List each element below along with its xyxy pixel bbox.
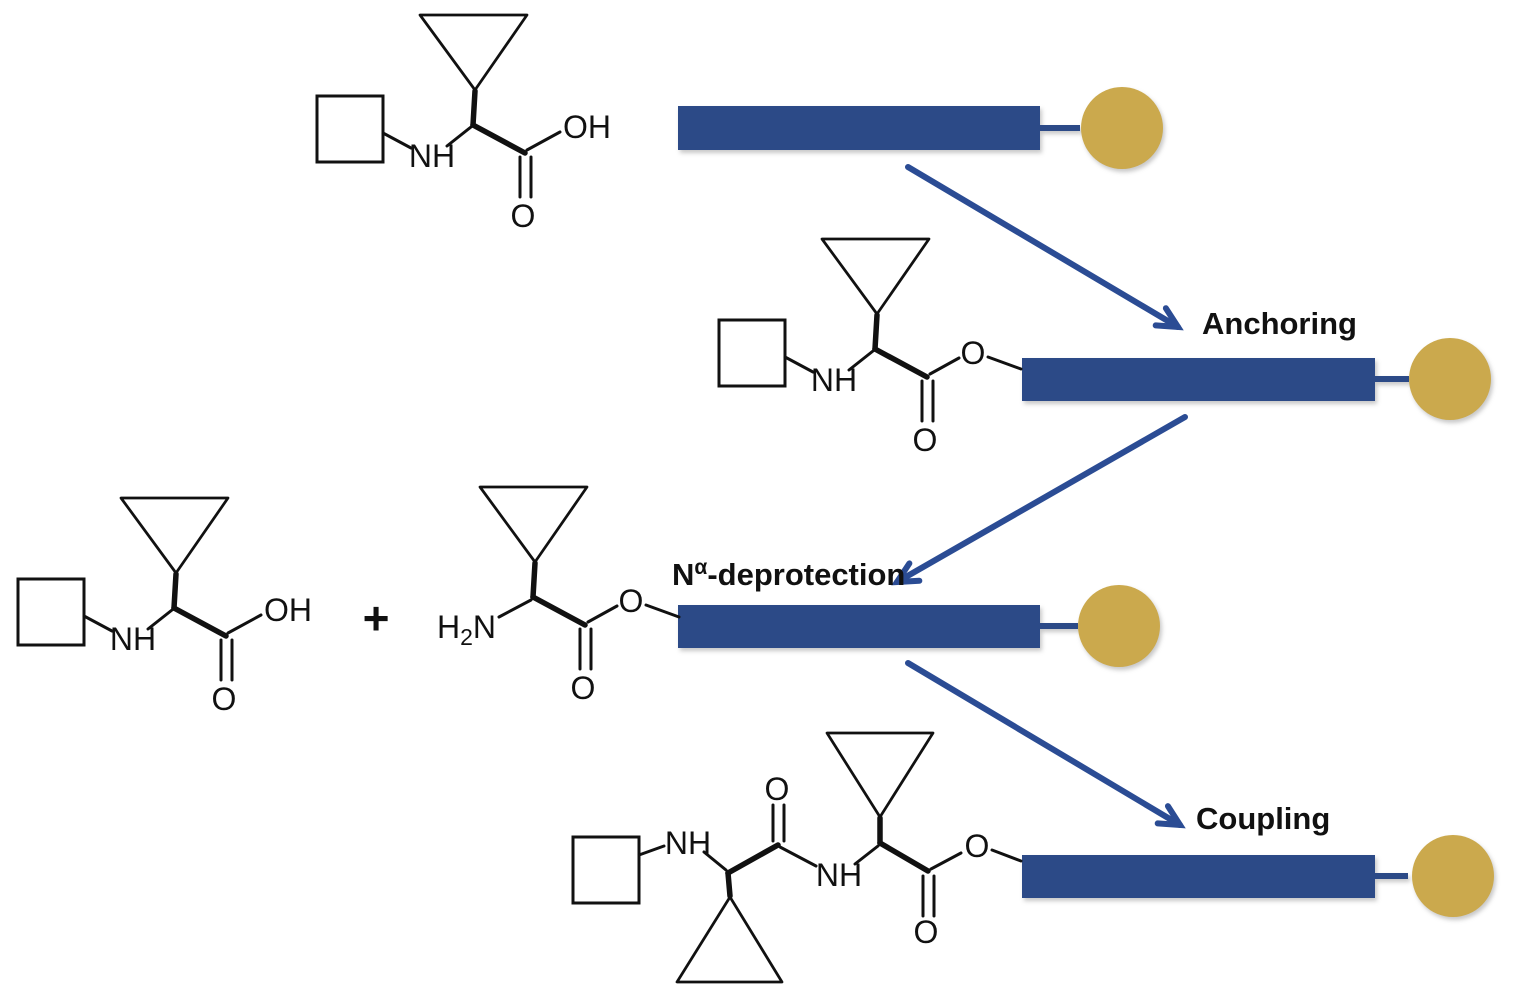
bond	[877, 840, 931, 874]
carbonyl-o-label: O	[212, 681, 237, 717]
bond	[702, 850, 728, 872]
carbonyl-o-label: O	[571, 670, 596, 706]
carbonyl-o-label: O	[765, 771, 790, 807]
nh-label: NH	[811, 362, 857, 398]
ester-o-label: O	[961, 335, 986, 371]
resin-bead	[1078, 585, 1160, 667]
nh-label: NH	[665, 825, 711, 861]
resin-unit-2	[1022, 338, 1491, 420]
bond	[171, 571, 179, 611]
protecting-group-square	[571, 835, 641, 905]
bond	[929, 851, 963, 871]
ester-o-label: O	[619, 583, 644, 619]
resin-unit-3	[678, 585, 1160, 667]
ester-o-label: O	[965, 828, 990, 864]
bond	[847, 349, 875, 372]
oh-label: OH	[563, 109, 611, 145]
linker-bar	[678, 106, 1040, 150]
structure-anchored-amino-acid: NH O O	[717, 237, 1023, 458]
side-chain-triangle	[418, 13, 529, 92]
structure-protected-amino-acid-reactant: NH OH O	[16, 496, 312, 717]
bond	[853, 844, 880, 866]
side-chain-triangle	[825, 731, 935, 819]
bond	[637, 844, 666, 857]
bond	[928, 356, 961, 376]
deprotection-label: Nα-deprotection	[672, 556, 905, 592]
structure-amine-ester: H2N O O	[437, 485, 681, 706]
deprotection-arrow	[891, 414, 1188, 586]
resin-bead	[1409, 338, 1491, 420]
bond	[530, 560, 538, 600]
protecting-group-square	[315, 94, 385, 164]
plus-operator: +	[363, 592, 390, 644]
bond	[986, 355, 1023, 371]
bond	[445, 125, 473, 148]
bond	[497, 598, 533, 619]
bond	[778, 845, 818, 868]
bond	[990, 848, 1023, 863]
structure-dipeptide-product: NH NH O O O	[571, 731, 1023, 984]
nh-label: NH	[110, 621, 156, 657]
bond	[470, 88, 478, 128]
amine-label: H2N	[437, 609, 496, 650]
resin-unit-4	[1022, 835, 1494, 917]
side-chain-triangle	[675, 895, 784, 984]
protecting-group-square	[16, 577, 86, 647]
anchoring-label: Anchoring	[1202, 306, 1357, 341]
bond	[872, 312, 880, 352]
coupling-arrow	[905, 660, 1186, 829]
bond	[872, 346, 930, 380]
resin-bead	[1081, 87, 1163, 169]
linker-bar	[1022, 855, 1375, 898]
resin-bead	[1412, 835, 1494, 917]
linker-bar	[1022, 358, 1375, 401]
bond	[470, 122, 528, 156]
resin-unit-1	[678, 87, 1163, 169]
bond	[644, 603, 681, 619]
bond	[525, 130, 562, 152]
side-chain-triangle	[119, 496, 230, 575]
carbonyl-o-label: O	[913, 422, 938, 458]
carbonyl-o-label: O	[914, 914, 939, 950]
bond	[146, 608, 174, 631]
bond	[226, 613, 263, 635]
side-chain-triangle	[478, 485, 589, 564]
coupling-label: Coupling	[1196, 801, 1330, 836]
protecting-group-square	[717, 318, 787, 388]
amide-nh-label: NH	[816, 857, 862, 893]
structure-protected-amino-acid-top: NH OH O	[315, 13, 611, 234]
bond	[381, 131, 413, 150]
side-chain-triangle	[820, 237, 931, 316]
bond	[530, 594, 588, 628]
bond	[725, 842, 781, 876]
nh-label: NH	[409, 138, 455, 174]
bond	[171, 605, 229, 639]
bond	[82, 614, 114, 633]
bond	[725, 870, 733, 899]
oh-label: OH	[264, 592, 312, 628]
bond	[783, 355, 815, 374]
bond	[586, 604, 619, 624]
carbonyl-o-label: O	[511, 198, 536, 234]
linker-bar	[678, 605, 1040, 648]
anchoring-arrow	[905, 164, 1184, 331]
